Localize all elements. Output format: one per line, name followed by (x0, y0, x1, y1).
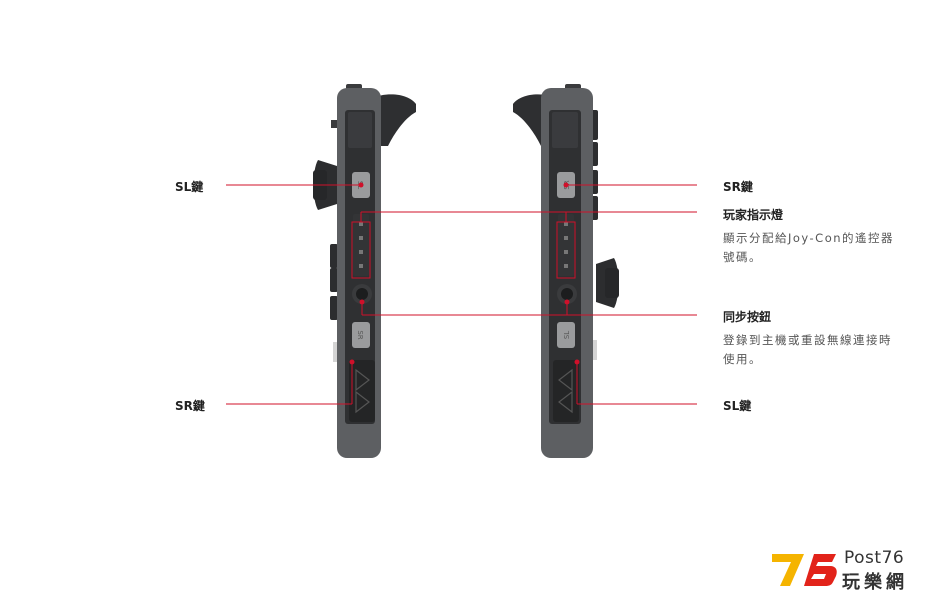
right-strap-lock (553, 360, 579, 422)
logo-post-text: Post76 (844, 548, 905, 568)
sync-button-desc-line-2: 使用。 (723, 352, 762, 366)
player-lights-desc-line-1: 顯示分配給Joy-Con的遙控器 (723, 231, 895, 245)
post76-logo: Post76 玩樂網 (770, 548, 930, 593)
right-sr-key-label: SR鍵 (723, 180, 753, 194)
left-joycon: SL SR (313, 84, 416, 458)
sync-button-desc-line-1: 登錄到主機或重設無線連接時 (723, 333, 892, 347)
logo-76-mark (772, 554, 837, 586)
left-sr-mark: SR (356, 330, 364, 339)
callout-lines (226, 182, 697, 405)
player-lights-label: 玩家指示燈 (723, 208, 784, 222)
left-sr-button (352, 322, 370, 348)
right-sl-button (557, 322, 575, 348)
right-joycon: SR SL (513, 84, 619, 458)
sync-button-label: 同步按鈕 (723, 310, 772, 324)
right-sl-key-label: SL鍵 (723, 399, 752, 413)
sync-button-description: 登錄到主機或重設無線連接時 使用。 (723, 331, 892, 369)
player-lights-description: 顯示分配給Joy-Con的遙控器 號碼。 (723, 229, 894, 267)
right-sl-mark: SL (563, 331, 571, 339)
left-strap-lock (349, 360, 375, 422)
left-sl-key-label: SL鍵 (175, 180, 204, 194)
logo-chinese-text: 玩樂網 (842, 572, 908, 593)
left-sr-key-label: SR鍵 (175, 399, 205, 413)
player-lights-desc-line-2: 號碼。 (723, 250, 762, 264)
